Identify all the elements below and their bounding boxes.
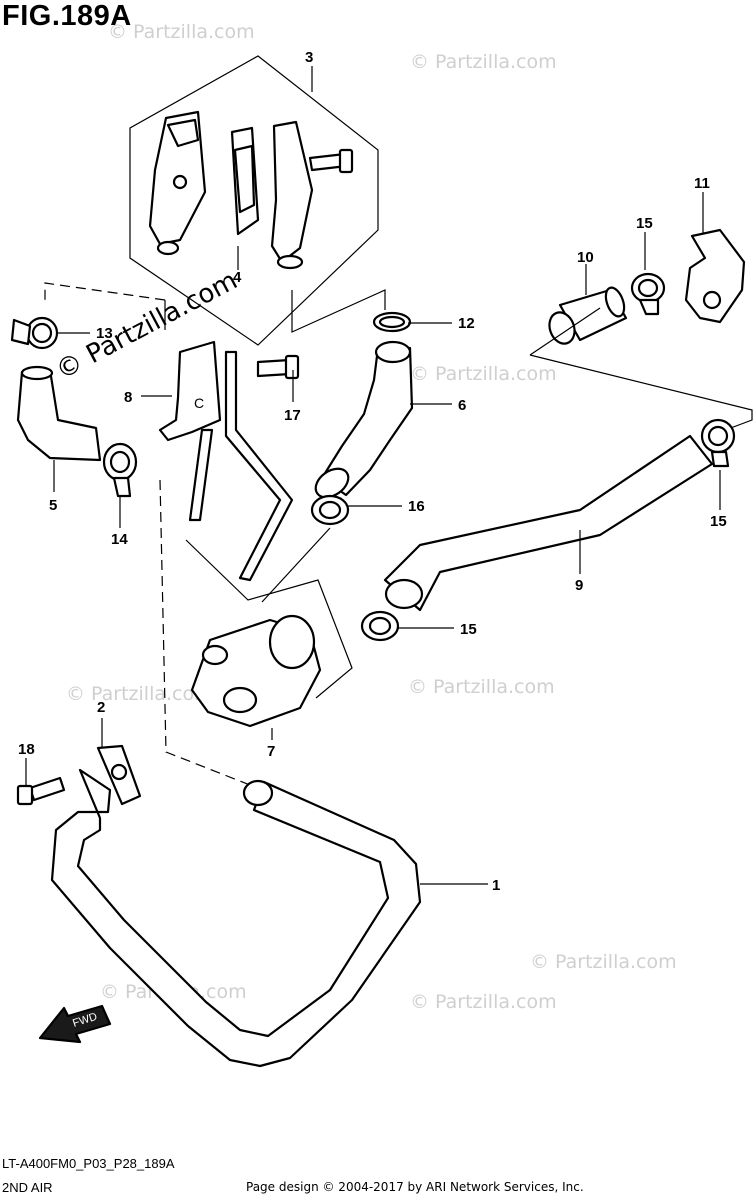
bracket-mark: C (194, 395, 204, 411)
figure-name: 2ND AIR (2, 1180, 53, 1195)
callout-2: 2 (97, 699, 105, 716)
callout-4: 4 (233, 269, 242, 286)
callout-9: 9 (575, 577, 583, 594)
figure-code: LT-A400FM0_P03_P28_189A (2, 1156, 175, 1171)
callout-17: 17 (284, 407, 301, 424)
callout-3: 3 (305, 49, 313, 66)
callout-15-mid: 15 (460, 621, 477, 638)
clamp-15-mid (360, 610, 400, 642)
callout-15-right: 15 (710, 513, 727, 530)
callouts: 3 11 15 10 4 13 12 8 17 6 5 16 14 15 9 1… (18, 49, 727, 894)
callout-11: 11 (694, 175, 710, 192)
callout-8: 8 (124, 389, 132, 406)
watermark-4: © Partzilla.com (408, 676, 555, 698)
bracket-11 (684, 228, 746, 324)
callout-13: 13 (96, 325, 113, 342)
callout-1: 1 (492, 877, 500, 894)
clamp-16 (310, 494, 350, 526)
callout-16: 16 (408, 498, 425, 515)
reed-cover-right (270, 120, 314, 264)
clamp-13 (10, 316, 59, 350)
callout-5: 5 (49, 497, 57, 514)
callout-18: 18 (18, 741, 35, 758)
bolt-18 (16, 776, 66, 806)
clamp-14 (102, 442, 138, 498)
bolt-17 (256, 354, 300, 380)
hose-5 (16, 365, 102, 462)
clamp-15-right (700, 418, 736, 468)
callout-10: 10 (577, 249, 594, 266)
gasket-2 (96, 744, 142, 806)
pipe-10 (548, 286, 628, 345)
callout-7: 7 (267, 743, 275, 760)
watermark-2: © Partzilla.com (410, 51, 557, 73)
valve-7 (190, 614, 322, 728)
figure-title: FIG.189A (2, 0, 132, 32)
watermark-8: © Partzilla.com (530, 951, 677, 973)
callout-15-top: 15 (636, 215, 653, 232)
watermark-3: © Partzilla.com (410, 363, 557, 385)
fwd-arrow-icon: FWD (38, 1004, 112, 1044)
pipe-1 (50, 768, 422, 1068)
part-3-group (129, 55, 379, 346)
clamp-15-top (630, 272, 666, 316)
callout-6: 6 (458, 397, 466, 414)
ring-12 (372, 311, 412, 333)
hose-9 (383, 434, 714, 612)
watermark-6: © Partzilla.com (66, 683, 213, 705)
leader-lines (25, 66, 721, 885)
callout-14: 14 (111, 531, 128, 548)
watermark-1: © Partzilla.com (108, 21, 255, 43)
page-credit: Page design © 2004-2017 by ARI Network S… (246, 1180, 584, 1194)
watermark-5: © Partzilla.com (410, 991, 557, 1013)
bracket-8: C (158, 340, 294, 582)
callout-12: 12 (458, 315, 475, 332)
hose-6 (314, 340, 414, 499)
